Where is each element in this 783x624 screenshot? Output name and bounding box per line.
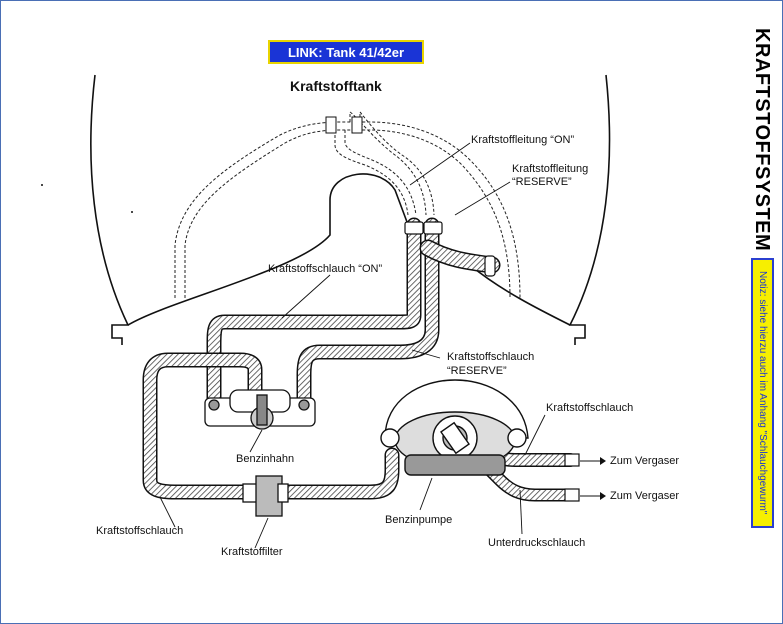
label-filter: Kraftstoffilter [221,546,283,558]
fuel-filter [242,475,289,517]
label-hose-left: Kraftstoffschlauch [96,525,184,537]
tank-title: Kraftstofftank [290,78,382,94]
tank-fittings [325,116,363,134]
label-hose-reserve-2: “RESERVE” [447,365,507,377]
label-line-reserve: Kraftstoffleitung [512,163,589,175]
tank-outline [90,74,611,345]
fuel-valve [204,389,316,430]
label-hose-reserve: Kraftstoffschlauch [447,351,535,363]
label-to-carb-1: Zum Vergaser [610,455,680,467]
label-valve: Benzinhahn [236,453,295,465]
label-line-reserve-2: “RESERVE” [512,176,572,188]
label-vacuum-hose: Unterdruckschlauch [488,537,586,549]
label-hose-on: Kraftstoffschlauch “ON” [268,263,383,275]
arrowheads [600,457,606,500]
hose-ends [404,221,580,502]
label-to-carb-2: Zum Vergaser [610,490,680,502]
leader-lines [159,142,600,549]
link-tank-button[interactable]: LINK: Tank 41/42er [268,40,424,64]
label-hose-right: Kraftstoffschlauch [546,402,634,414]
fuel-pump [380,379,529,476]
scan-marks [41,184,133,213]
note-box[interactable]: Notiz: siehe hierzu auch im Anhang "Schl… [751,258,774,528]
label-line-on: Kraftstoffleitung “ON” [471,134,575,146]
section-title: KRAFTSTOFFSYSTEM [751,28,773,252]
label-pump: Benzinpumpe [385,514,453,526]
